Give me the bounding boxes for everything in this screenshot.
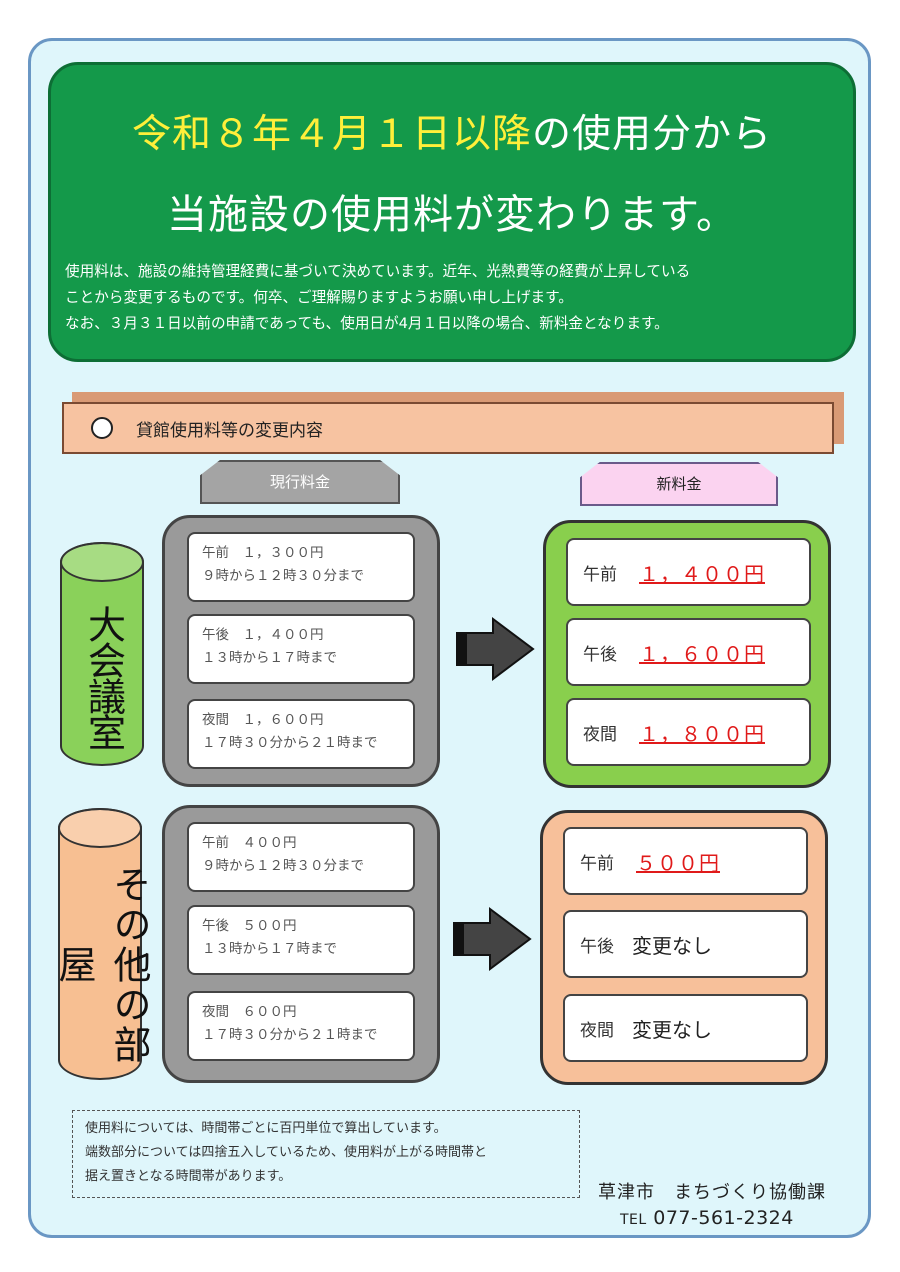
section-heading: 貸館使用料等の変更内容 [136, 421, 323, 441]
fee-line: 夜間 １，６００円 [202, 712, 324, 728]
current-fee-tab: 現行料金 [200, 460, 400, 504]
new-fee-item: 午前 ５００円 [563, 827, 808, 895]
description-line: 使用料は、施設の維持管理経費に基づいて決めています。近年、光熱費等の経費が上昇し… [65, 263, 691, 280]
new-fee-item: 午前 １，４００円 [566, 538, 811, 606]
tel-label: TEL [620, 1212, 647, 1228]
time-line: １３時から１７時まで [202, 941, 337, 957]
period-label: 午前 [580, 853, 614, 874]
time-line: ９時から１２時３０分まで [202, 858, 364, 874]
notice-header: 令和８年４月１日以降の使用分から 当施設の使用料が変わります。 使用料は、施設の… [48, 62, 856, 362]
new-price: 変更なし [632, 1017, 712, 1042]
period-label: 午前 [583, 564, 617, 585]
fee-line: 午後 ５００円 [202, 918, 297, 934]
current-fee-item: 午前 ４００円 ９時から１２時３０分まで [187, 822, 415, 892]
fee-line: 午後 １，４００円 [202, 627, 324, 643]
new-price: １，８００円 [639, 721, 765, 746]
current-fee-item: 夜間 ６００円 １７時３０分から２１時まで [187, 991, 415, 1061]
fee-line: 午前 １，３００円 [202, 545, 324, 561]
note-line: 据え置きとなる時間帯があります。 [85, 1169, 292, 1184]
current-fee-item: 夜間 １，６００円 １７時３０分から２１時まで [187, 699, 415, 769]
room-name: 大会議室 [81, 605, 126, 749]
period-label: 夜間 [583, 724, 617, 745]
headline-rest: の使用分から [532, 112, 773, 157]
section-heading-bar: 貸館使用料等の変更内容 [62, 402, 834, 454]
time-line: １７時３０分から２１時まで [202, 1027, 378, 1043]
current-fee-item: 午後 ５００円 １３時から１７時まで [187, 905, 415, 975]
time-line: ９時から１２時３０分まで [202, 568, 364, 584]
new-fee-item: 夜間 変更なし [563, 994, 808, 1062]
department-name: 草津市 まちづくり協働課 [598, 1182, 826, 1203]
time-line: １７時３０分から２１時まで [202, 735, 378, 751]
phone-number: 077-561-2324 [653, 1207, 794, 1229]
current-fee-item: 午後 １，４００円 １３時から１７時まで [187, 614, 415, 684]
phone-contact: TEL 077-561-2324 [620, 1207, 794, 1229]
new-fee-tab: 新料金 [580, 462, 778, 506]
right-arrow-icon [456, 617, 535, 681]
new-fee-panel: 午前 ５００円 午後 変更なし 夜間 変更なし [540, 810, 828, 1085]
new-price: 変更なし [632, 933, 712, 958]
fee-line: 午前 ４００円 [202, 835, 297, 851]
headline: 令和８年４月１日以降の使用分から [51, 103, 853, 159]
new-price: １，４００円 [639, 561, 765, 586]
description-line: ことから変更するものです。何卒、ご理解賜りますようお願い申し上げます。 [65, 289, 573, 306]
headline-highlight: 令和８年４月１日以降 [131, 112, 532, 157]
period-label: 午後 [580, 936, 614, 957]
calculation-note: 使用料については、時間帯ごとに百円単位で算出しています。 端数部分については四捨… [72, 1110, 580, 1198]
time-line: １３時から１７時まで [202, 650, 337, 666]
headline-subtitle: 当施設の使用料が変わります。 [167, 192, 737, 238]
current-fee-panel: 午前 １，３００円 ９時から１２時３０分まで 午後 １，４００円 １３時から１７… [162, 515, 440, 787]
right-arrow-icon [453, 907, 532, 971]
room-name: その他の部屋 [52, 865, 151, 1065]
period-label: 夜間 [580, 1020, 614, 1041]
new-fee-panel: 午前 １，４００円 午後 １，６００円 夜間 １，８００円 [543, 520, 831, 788]
new-price: ５００円 [636, 850, 720, 875]
new-fee-item: 夜間 １，８００円 [566, 698, 811, 766]
current-fee-item: 午前 １，３００円 ９時から１２時３０分まで [187, 532, 415, 602]
new-price: １，６００円 [639, 641, 765, 666]
room-label-cylinder: 大会議室 [60, 542, 144, 766]
new-fee-item: 午後 １，６００円 [566, 618, 811, 686]
current-fee-panel: 午前 ４００円 ９時から１２時３０分まで 午後 ５００円 １３時から１７時まで … [162, 805, 440, 1083]
circle-bullet-icon [91, 417, 113, 439]
note-line: 端数部分については四捨五入しているため、使用料が上がる時間帯と [85, 1145, 487, 1160]
note-line: 使用料については、時間帯ごとに百円単位で算出しています。 [85, 1121, 447, 1136]
room-label-cylinder: その他の部屋 [52, 808, 151, 1080]
fee-line: 夜間 ６００円 [202, 1004, 297, 1020]
description-line: なお、３月３１日以前の申請であっても、使用日が4月１日以降の場合、新料金となりま… [65, 315, 669, 332]
header-description: 使用料は、施設の維持管理経費に基づいて決めています。近年、光熱費等の経費が上昇し… [65, 259, 843, 337]
period-label: 午後 [583, 644, 617, 665]
new-fee-item: 午後 変更なし [563, 910, 808, 978]
